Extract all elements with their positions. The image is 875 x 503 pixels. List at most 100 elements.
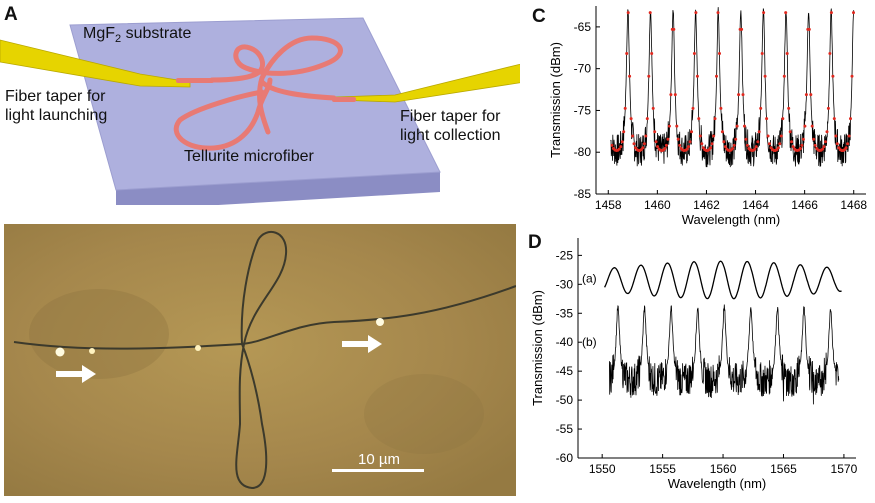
chart-c-fit-point bbox=[807, 27, 811, 31]
chart-c-fit-point bbox=[690, 130, 693, 134]
scale-bar bbox=[332, 469, 424, 472]
chart-c-fit-point bbox=[641, 146, 645, 150]
microfiber-knot-image bbox=[13, 230, 516, 490]
chart-d-series-b-label: (b) bbox=[582, 335, 597, 349]
launch-label: Fiber taper for light launching bbox=[5, 88, 108, 124]
chart-c-fit-point bbox=[650, 52, 654, 55]
chart-c-fit-point bbox=[712, 134, 716, 138]
chart-d-x-tick-label: 1550 bbox=[589, 462, 616, 476]
chart-c-fit-point bbox=[828, 52, 832, 55]
chart-c-fit-point bbox=[625, 52, 629, 55]
chart-c-fit-point bbox=[762, 11, 766, 15]
chart-d-x-axis-label: Wavelength (nm) bbox=[668, 476, 767, 491]
chart-d-x-tick-label: 1560 bbox=[710, 462, 737, 476]
chart-c-fit-point bbox=[675, 124, 679, 128]
chart-c-fit-point bbox=[685, 147, 689, 151]
chart-c-fit-point bbox=[610, 143, 614, 147]
chart-c-fit-point bbox=[791, 145, 795, 149]
chart-c-x-tick-label: 1466 bbox=[791, 198, 818, 212]
chart-c-fit-point bbox=[810, 124, 814, 128]
scale-bar-label: 10 µm bbox=[358, 451, 400, 468]
light-spot-1 bbox=[55, 347, 65, 357]
chart-c-fit-point bbox=[653, 130, 657, 134]
coupling-segment-right bbox=[332, 97, 356, 102]
chart-c-fit-point bbox=[716, 11, 720, 15]
chart-d-y-tick-label: -50 bbox=[556, 393, 574, 407]
chart-c-fit-point bbox=[669, 93, 673, 97]
chart-c-fit-point bbox=[844, 146, 848, 150]
chart-c-fit-point bbox=[763, 74, 767, 78]
chart-c-fit-point bbox=[849, 117, 852, 121]
collection-label: Fiber taper for light collection bbox=[400, 108, 501, 144]
chart-c-fit-point bbox=[765, 117, 769, 121]
chart-c-fit-point bbox=[629, 117, 633, 121]
chart-c-y-tick-label: -80 bbox=[574, 145, 592, 159]
chart-c-fit-point bbox=[852, 11, 855, 15]
chart-c-fit-point bbox=[804, 93, 808, 97]
chart-c-fit-point bbox=[687, 145, 690, 149]
chart-c-fit-point bbox=[753, 147, 757, 151]
chart-c-fit-point bbox=[715, 74, 718, 78]
chart-c-fit-point bbox=[709, 146, 713, 150]
chart-c-fit-point bbox=[734, 137, 738, 141]
chart-c-fit-point bbox=[782, 74, 786, 78]
chart-c-fit-point bbox=[737, 93, 741, 97]
chart-c-fit-point bbox=[756, 140, 760, 144]
chart-c-fit-point bbox=[647, 74, 651, 78]
chart-c-fit-point bbox=[654, 140, 658, 144]
chart-c-fit-point bbox=[754, 145, 758, 149]
light-spot-2 bbox=[89, 348, 95, 354]
chart-d-y-tick-label: -30 bbox=[556, 277, 574, 291]
chart-c-fit-point bbox=[619, 145, 623, 149]
coupling-segment-left bbox=[176, 78, 214, 83]
chart-c-fit-point bbox=[781, 117, 785, 121]
chart-c-fit-point bbox=[718, 52, 721, 55]
chart-c-fit-point bbox=[722, 140, 726, 144]
chart-c-fit-point bbox=[832, 117, 836, 121]
chart-c-fit-point bbox=[846, 142, 850, 146]
chart-c-fit-point bbox=[672, 27, 676, 31]
panel-a-illustration bbox=[0, 17, 520, 205]
chart-c-fit-point bbox=[768, 142, 771, 146]
chart-d-series-a bbox=[604, 260, 842, 300]
chart-c-fit-point bbox=[694, 11, 698, 15]
microfiber-label: Tellurite microfiber bbox=[184, 148, 314, 165]
chart-c-x-tick-label: 1468 bbox=[840, 198, 867, 212]
chart-c-fit-point bbox=[803, 124, 807, 128]
chart-c-fit-point bbox=[713, 117, 717, 121]
mgf2-substrate bbox=[69, 17, 441, 191]
chart-c-fit-point bbox=[740, 27, 744, 31]
chart-c-fit-point bbox=[710, 142, 714, 146]
chart-c-fit-point bbox=[825, 130, 829, 134]
chart-c-fit-point bbox=[692, 52, 696, 55]
chart-c-fit-point bbox=[632, 142, 636, 146]
chart-c-fit-point bbox=[784, 11, 788, 15]
chart-c-fit-point bbox=[821, 147, 825, 151]
chart-c-fit-point bbox=[785, 52, 789, 55]
chart-c-x-tick-label: 1460 bbox=[644, 198, 671, 212]
chart-d-x-tick-label: 1555 bbox=[649, 462, 676, 476]
panel-letter-c: C bbox=[532, 6, 546, 27]
chart-c-x-axis-label: Wavelength (nm) bbox=[682, 212, 781, 227]
chart-c-fit-point bbox=[776, 146, 780, 150]
chart-d-series-a-label: (a) bbox=[582, 272, 597, 286]
chart-c-fit-point bbox=[812, 137, 816, 141]
chart-c-fit-point bbox=[790, 140, 794, 144]
chart-c-fit-point bbox=[847, 134, 851, 138]
chart-c-fit-point bbox=[735, 124, 739, 128]
chart-c-fit-point bbox=[651, 106, 655, 110]
chart-c-fit-point bbox=[623, 106, 627, 110]
chart-c-fit-point bbox=[835, 142, 839, 146]
chart-d-y-tick-label: -55 bbox=[556, 422, 574, 436]
chart-d-series-b bbox=[609, 304, 840, 405]
chart-c-fit-point bbox=[678, 143, 682, 147]
chart-c-fit-point bbox=[779, 134, 783, 138]
chart-c-fit-point bbox=[801, 137, 805, 141]
chart-c-fit-point bbox=[778, 142, 782, 146]
chart-c-fit-point bbox=[744, 137, 748, 141]
chart-c-fit-point bbox=[631, 134, 635, 138]
chart-c-y-tick-label: -65 bbox=[574, 20, 592, 34]
chart-c-fit-point bbox=[731, 147, 735, 150]
chart-c-fit-point bbox=[698, 134, 702, 138]
